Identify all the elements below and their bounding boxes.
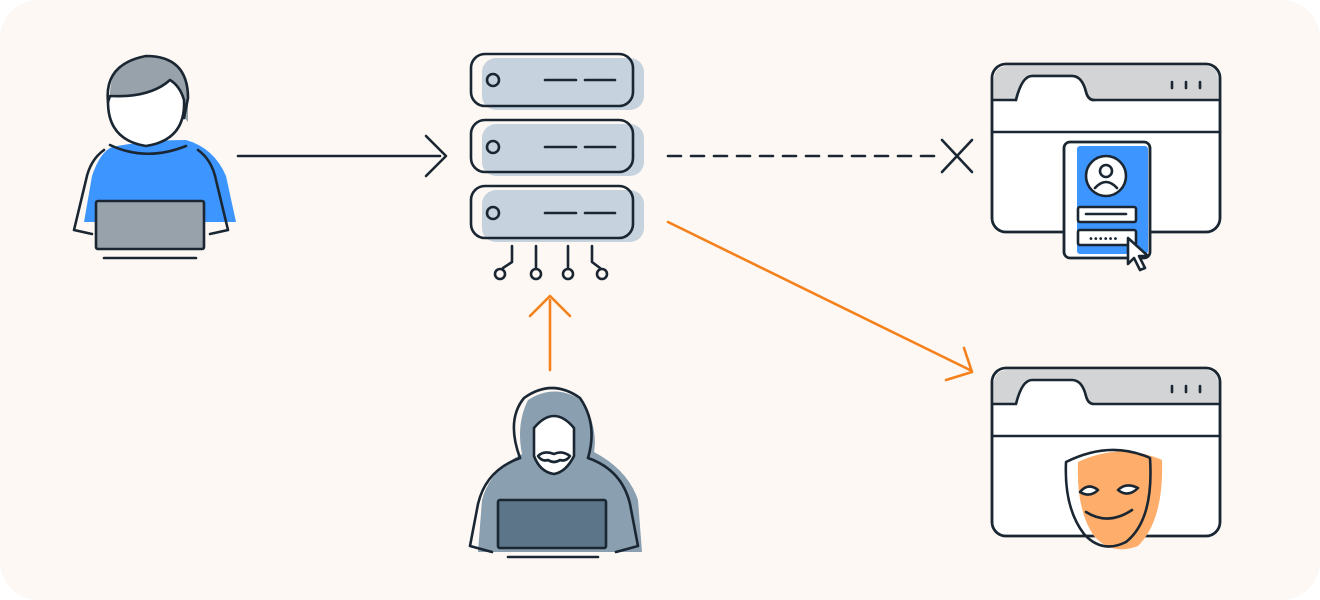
arrow-attacker-to-server bbox=[528, 294, 572, 372]
arrow-user-to-server bbox=[236, 134, 448, 178]
login-form-icon: •••••• bbox=[1062, 140, 1152, 272]
svg-text:••••••: •••••• bbox=[1088, 234, 1117, 245]
user-with-laptop-icon bbox=[72, 54, 236, 260]
theater-mask-icon bbox=[1064, 448, 1163, 550]
mustache-icon bbox=[536, 451, 572, 464]
server-stack-icon bbox=[469, 52, 644, 281]
browser-login-form-icon: •••••• bbox=[990, 62, 1222, 272]
blocked-connection bbox=[666, 138, 974, 174]
hooded-hacker-icon bbox=[468, 386, 642, 559]
server-unit bbox=[469, 184, 644, 242]
server-unit bbox=[469, 118, 644, 176]
mouse-cursor-icon bbox=[1126, 236, 1150, 272]
server-unit bbox=[469, 52, 644, 110]
browser-theater-mask-icon bbox=[990, 366, 1222, 550]
server-connectors bbox=[493, 244, 609, 281]
arrow-server-to-fake-site bbox=[666, 220, 974, 382]
